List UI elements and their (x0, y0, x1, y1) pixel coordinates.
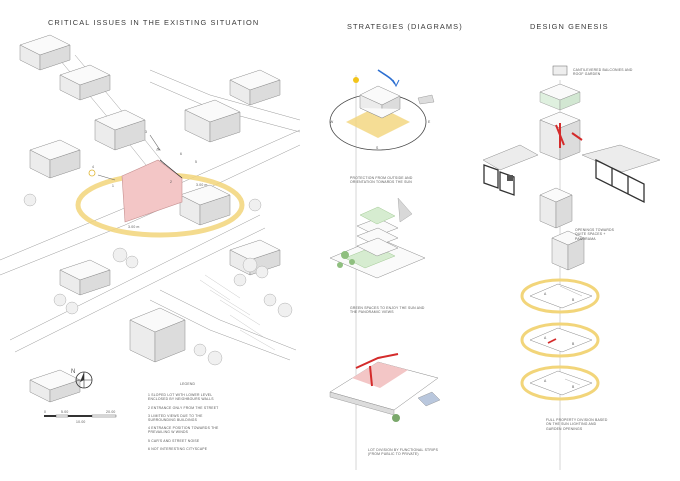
green-space (337, 251, 355, 268)
legend-item-3: 3 LIMITED VIEWS DUE TO THE SURROUNDING B… (148, 413, 203, 423)
car-icon (417, 94, 435, 105)
plan-label-b3: B (572, 385, 575, 389)
genesis-caption-3: FULL PROPERTY DIVISION BASED ON THE SUN … (546, 418, 608, 431)
dimension-label-b: 3.00 m (128, 225, 140, 229)
slope-hatch (199, 274, 276, 351)
sun-icon (88, 169, 96, 177)
legend-item-2: 2 ENTRANCE ONLY FROM THE STREET (148, 405, 219, 410)
strategy-caption-1: PROTECTION FROM OUTSIDE AND ORIENTATION … (350, 176, 413, 185)
legend-item-6: 6 NOT INTERESTING CITYSCAPE (148, 446, 208, 451)
plan-layer-2 (520, 322, 600, 358)
site-number-1: 1 (112, 184, 115, 188)
compass-east: E (428, 120, 431, 124)
tree-icon (392, 414, 400, 422)
scale-label-5: 5.00 (61, 410, 69, 414)
site-number-5: 5 (195, 160, 198, 164)
dimension-label-a: 3.00 m (196, 183, 208, 187)
strategy-caption-2: GREEN SPACES TO ENJOY THE SUN AND THE PA… (350, 306, 425, 315)
site-lot (121, 159, 183, 223)
legend-title: LEGEND (180, 382, 196, 386)
circulation-path (355, 353, 399, 369)
scale-bar (44, 414, 117, 418)
site-number-2: 2 (170, 180, 173, 184)
site-number-6: 6 (180, 152, 183, 156)
plan-label-b2: B (572, 342, 575, 346)
neighbour-buildings (19, 34, 281, 403)
scale-label-0: 0 (44, 410, 47, 414)
plan-label-b1: B (572, 298, 575, 302)
scale-label-10: 10.00 (76, 420, 86, 424)
strategies-title: STRATEGIES (DIAGRAMS) (347, 22, 463, 31)
trees (23, 193, 293, 366)
plan-label-a2: A (544, 336, 547, 340)
critical-issues-title: CRITICAL ISSUES IN THE EXISTING SITUATIO… (48, 18, 260, 27)
genesis-caption-2: OPENINGS TOWARDS QUITE SPACES + PANORAMA (575, 228, 615, 241)
genesis-caption-1: CANTILEVERED BALCONIES AND ROOF GARDEN (573, 68, 633, 77)
plan-layer-1 (520, 278, 600, 314)
scale-label-20: 20.00 (106, 410, 116, 414)
plan-layer-3 (520, 365, 600, 401)
strategy-caption-3: LOT DIVISION BY FUNCTIONAL STRIPS (FROM … (368, 448, 439, 457)
design-genesis-title: DESIGN GENESIS (530, 22, 609, 31)
wind-arrow-icon (377, 69, 396, 85)
site-number-4: 4 (92, 165, 95, 169)
plan-label-a1: A (544, 292, 547, 296)
compass-west: W (330, 120, 334, 124)
north-label: N (71, 369, 76, 375)
red-structure (555, 123, 583, 148)
legend: LEGEND 1 SLOPED LOT WITH LOWER LEVEL ENC… (148, 382, 268, 451)
compass-south: S (376, 146, 379, 150)
site-number-3: 3 (145, 130, 148, 134)
sun-dot-icon (353, 77, 359, 83)
legend-item-1: 1 SLOPED LOT WITH LOWER LEVEL ENCLOSED B… (148, 393, 214, 402)
legend-item-4: 4 ENTRANCE POSITION TOWARDS THE PREVAILI… (148, 426, 219, 435)
plan-label-a3: A (544, 379, 547, 383)
legend-item-5: 5 CAR'S AND STREET NOISE (148, 438, 200, 443)
